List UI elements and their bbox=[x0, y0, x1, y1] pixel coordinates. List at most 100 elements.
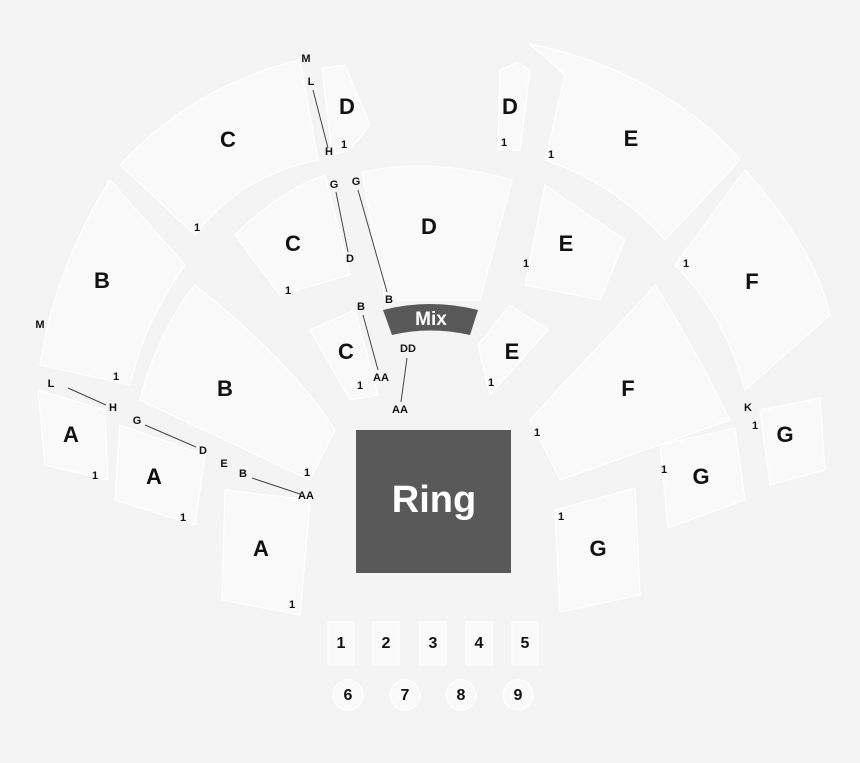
row-one-d-upper-right: 1 bbox=[501, 137, 507, 149]
label-b-lower: B bbox=[217, 376, 233, 401]
row-leader-lines bbox=[67, 89, 408, 495]
row-one-g-outer: 1 bbox=[752, 420, 758, 432]
label-b-outer: B bbox=[94, 268, 110, 293]
leader-g-d-left bbox=[144, 424, 197, 448]
row-l-top: L bbox=[308, 76, 315, 88]
label-e-front: E bbox=[505, 339, 520, 364]
floor-box-5-label: 5 bbox=[521, 635, 530, 652]
label-f-lower: F bbox=[621, 376, 634, 401]
floor-box-1[interactable] bbox=[327, 621, 355, 666]
label-f-outer: F bbox=[745, 269, 758, 294]
row-one-f-lower: 1 bbox=[534, 427, 540, 439]
floor-circle-sections: 6 7 8 9 bbox=[332, 679, 534, 711]
leader-b-aa-left bbox=[251, 477, 301, 495]
section-a-mid[interactable] bbox=[114, 424, 206, 526]
row-k-right: K bbox=[744, 402, 752, 414]
row-h-left: H bbox=[109, 402, 117, 414]
row-one-a-mid: 1 bbox=[180, 512, 186, 524]
label-d-upper-left: D bbox=[339, 94, 355, 119]
row-one-g-front: 1 bbox=[558, 511, 564, 523]
ring[interactable]: Ring bbox=[356, 430, 511, 573]
row-g-inner-left: G bbox=[330, 179, 339, 191]
floor-box-4-label: 4 bbox=[475, 635, 484, 652]
floor-box-5[interactable] bbox=[511, 621, 539, 666]
floor-box-sections: 1 2 3 4 5 bbox=[327, 621, 539, 666]
label-g-outer: G bbox=[776, 422, 793, 447]
row-one-b-lower: 1 bbox=[304, 467, 310, 479]
section-g-mid[interactable] bbox=[659, 427, 746, 529]
leader-dd-aa bbox=[400, 357, 408, 403]
section-e-upper[interactable] bbox=[527, 42, 741, 241]
floor-circle-8-label: 8 bbox=[457, 687, 466, 704]
label-a-outer: A bbox=[63, 422, 79, 447]
floor-box-3-label: 3 bbox=[429, 635, 438, 652]
section-f-outer[interactable] bbox=[674, 169, 831, 392]
label-c-upper: C bbox=[220, 127, 236, 152]
row-b-left: B bbox=[239, 468, 247, 480]
section-d-inner[interactable] bbox=[361, 165, 513, 301]
section-labels: C D D E B F C D E B F C E A A A G G G bbox=[63, 94, 794, 561]
section-c-inner[interactable] bbox=[234, 174, 351, 296]
label-a-mid: A bbox=[146, 464, 162, 489]
row-aa-left: AA bbox=[298, 490, 314, 502]
row-one-f-outer: 1 bbox=[683, 258, 689, 270]
section-b-lower[interactable] bbox=[139, 284, 336, 481]
section-f-lower[interactable] bbox=[529, 284, 731, 481]
leader-g-d bbox=[335, 191, 349, 253]
row-m-top: M bbox=[301, 53, 310, 65]
section-a-front[interactable] bbox=[221, 489, 311, 616]
section-d-upper-left[interactable] bbox=[321, 64, 371, 156]
row-e-left: E bbox=[220, 458, 227, 470]
floor-box-2-label: 2 bbox=[382, 635, 391, 652]
section-shapes bbox=[37, 42, 831, 616]
label-g-front: G bbox=[589, 536, 606, 561]
floor-circle-6[interactable] bbox=[332, 679, 364, 711]
label-g-mid: G bbox=[692, 464, 709, 489]
section-a-outer[interactable] bbox=[37, 389, 109, 481]
label-d-upper-right: D bbox=[502, 94, 518, 119]
row-one-markers: 1 1 1 1 1 1 1 1 1 1 1 1 1 1 1 1 1 1 bbox=[92, 137, 758, 611]
mix-booth[interactable]: Mix bbox=[383, 304, 478, 335]
floor-circle-7[interactable] bbox=[389, 679, 421, 711]
floor-circle-9[interactable] bbox=[502, 679, 534, 711]
row-one-e-inner: 1 bbox=[523, 258, 529, 270]
row-labels: M L H G G D B B DD AA AA M L H G D E B A… bbox=[35, 53, 752, 502]
row-one-a-front: 1 bbox=[289, 599, 295, 611]
row-aa-front-c: AA bbox=[373, 372, 389, 384]
row-one-e-front: 1 bbox=[488, 377, 494, 389]
floor-box-4[interactable] bbox=[465, 621, 493, 666]
ring-label: Ring bbox=[392, 479, 476, 521]
floor-circle-8[interactable] bbox=[445, 679, 477, 711]
section-g-front[interactable] bbox=[554, 487, 641, 613]
row-one-d-upper-left: 1 bbox=[341, 139, 347, 151]
leader-b-aa bbox=[362, 314, 379, 371]
floor-circle-6-label: 6 bbox=[344, 687, 353, 704]
row-one-a-outer: 1 bbox=[92, 470, 98, 482]
mix-label: Mix bbox=[415, 309, 447, 330]
section-c-front[interactable] bbox=[309, 309, 379, 401]
section-g-outer[interactable] bbox=[759, 397, 826, 486]
floor-circle-7-label: 7 bbox=[401, 687, 410, 704]
label-c-front: C bbox=[338, 339, 354, 364]
leader-l-h-top bbox=[312, 89, 329, 149]
section-e-front[interactable] bbox=[477, 304, 549, 397]
row-b-inner: B bbox=[385, 294, 393, 306]
section-e-inner[interactable] bbox=[524, 183, 626, 301]
row-one-c-upper: 1 bbox=[194, 222, 200, 234]
section-d-upper-right[interactable] bbox=[497, 61, 531, 151]
row-g-left: G bbox=[133, 415, 142, 427]
section-b-outer[interactable] bbox=[39, 179, 186, 386]
leader-l-h-left bbox=[67, 387, 107, 406]
floor-box-3[interactable] bbox=[419, 621, 447, 666]
floor-box-1-label: 1 bbox=[337, 635, 346, 652]
label-a-front: A bbox=[253, 536, 269, 561]
row-one-e-upper: 1 bbox=[548, 149, 554, 161]
label-c-inner: C bbox=[285, 231, 301, 256]
section-c-upper[interactable] bbox=[119, 59, 319, 236]
row-d-left: D bbox=[199, 445, 207, 457]
row-aa-under-dd: AA bbox=[392, 404, 408, 416]
floor-box-2[interactable] bbox=[372, 621, 400, 666]
row-b-front: B bbox=[357, 301, 365, 313]
row-one-b-outer: 1 bbox=[113, 371, 119, 383]
